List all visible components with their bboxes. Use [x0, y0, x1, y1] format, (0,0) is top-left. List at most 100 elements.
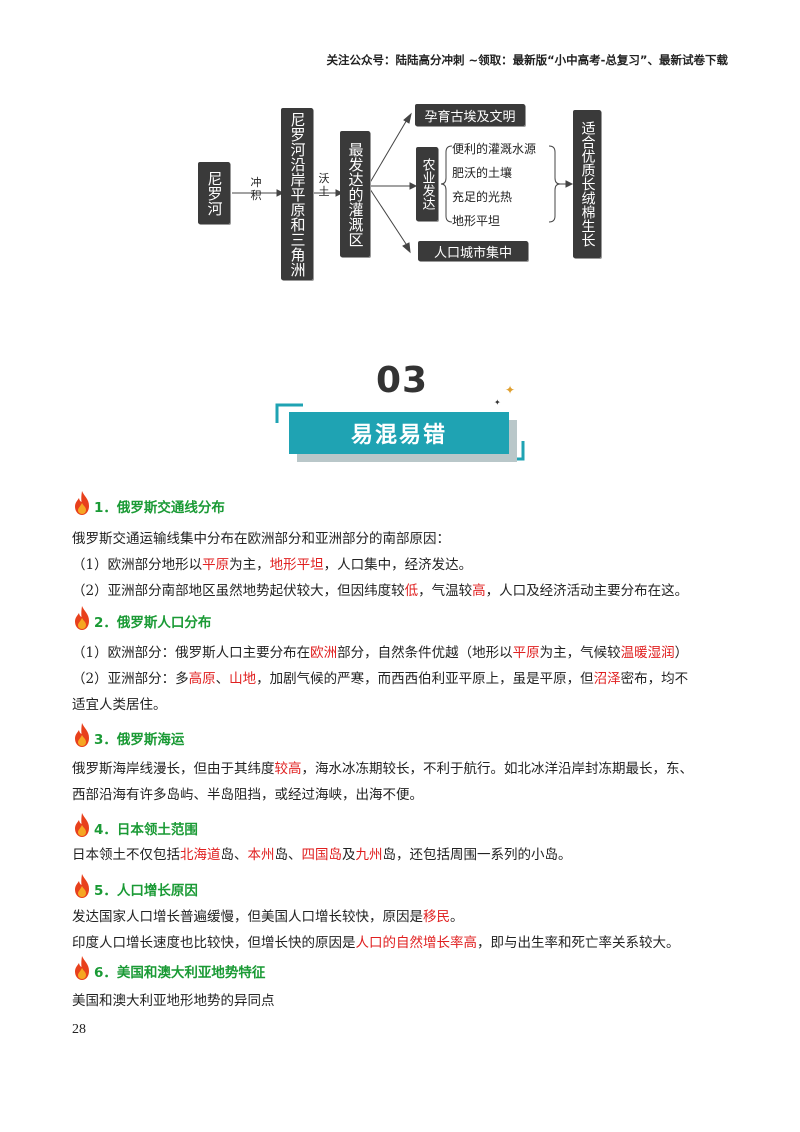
- section-heading-text: 4．日本领土范围: [94, 822, 198, 838]
- flame-icon: [75, 956, 89, 980]
- factor-sunlight: 充足的光热: [452, 190, 513, 204]
- highlight-text: 北海道: [180, 847, 221, 863]
- body-text: 为主，气候较: [539, 645, 621, 661]
- sparkle-icon: ✦: [505, 383, 516, 397]
- section-number: 03: [375, 360, 429, 401]
- body-text: 美国和澳大利亚地形地势的异同点: [72, 993, 275, 1009]
- body-text: 岛、: [220, 847, 248, 863]
- body-line: 发达国家人口增长普遍缓慢，但美国人口增长较快，原因是移民。: [72, 904, 732, 930]
- sparkle-small-icon: ✦: [494, 398, 501, 407]
- body-text: 日本领土不仅包括: [72, 847, 180, 863]
- highlight-text: 欧洲: [310, 645, 338, 661]
- section-body-5: 发达国家人口增长普遍缓慢，但美国人口增长较快，原因是移民。印度人口增长速度也比较…: [72, 904, 732, 956]
- body-text: ，气温较: [418, 583, 473, 599]
- body-text: 西部沿海有许多岛屿、半岛阻挡，或经过海峡，出海不便。: [72, 787, 423, 803]
- diagram-connectors: [232, 112, 574, 254]
- section-body-4: 日本领土不仅包括北海道岛、本州岛、四国岛及九州岛，还包括周围一系列的小岛。: [72, 842, 732, 868]
- section-title-badge: 易混易错: [289, 412, 509, 454]
- body-text: （2）亚洲部分：多: [72, 671, 189, 687]
- cotton-box: 适合优质长绒棉生长: [573, 110, 601, 258]
- highlight-text: 九州: [355, 847, 383, 863]
- section-heading-2: 2．俄罗斯人口分布: [72, 605, 211, 631]
- body-line: 适宜人类居住。: [72, 692, 732, 718]
- body-line: （2）亚洲部分南部地区虽然地势起伏较大，但因纬度较低，气温较高，人口及经济活动主…: [72, 578, 732, 604]
- body-text: 岛，还包括周围一系列的小岛。: [382, 847, 572, 863]
- body-line: 印度人口增长速度也比较快，但增长快的原因是人口的自然增长率高，即与出生率和死亡率…: [72, 930, 732, 956]
- body-text: ，加剧气候的严寒，而西西伯利亚平原上，虽是平原，但: [256, 671, 594, 687]
- highlight-text: 温暖湿润: [620, 645, 675, 661]
- body-line: （1）欧洲部分地形以平原为主，地形平坦，人口集中，经济发达。: [72, 552, 732, 578]
- highlight-text: 较高: [274, 761, 302, 777]
- section-heading-3: 3．俄罗斯海运: [72, 722, 184, 748]
- flame-icon: [75, 491, 89, 515]
- city-box: 人口城市集中: [418, 241, 528, 261]
- body-line: 美国和澳大利亚地形地势的异同点: [72, 988, 732, 1014]
- body-text: 密布，均不: [620, 671, 689, 687]
- section-body-3: 俄罗斯海岸线漫长，但由于其纬度较高，海水冰冻期较长，不利于航行。如北冰洋沿岸封冻…: [72, 756, 732, 808]
- section-heading-1: 1．俄罗斯交通线分布: [72, 490, 225, 516]
- irrigation-box: 最发达的灌溉区: [340, 131, 370, 257]
- flame-icon: [75, 723, 89, 747]
- page-header: 关注公众号：陆陆高分冲刺 ~领取：最新版“小中高考-总复习”、最新试卷下载: [326, 53, 728, 67]
- section-body-2: （1）欧洲部分：俄罗斯人口主要分布在欧洲部分，自然条件优越（地形以平原为主，气候…: [72, 640, 732, 718]
- irrigation-label: 最发达的灌溉区: [346, 141, 365, 247]
- section-heading-text: 5．人口增长原因: [94, 883, 198, 899]
- delta-box: 尼罗河沿岸平原和三角洲: [281, 108, 313, 280]
- highlight-text: 低: [404, 583, 419, 599]
- body-line: （1）欧洲部分：俄罗斯人口主要分布在欧洲部分，自然条件优越（地形以平原为主，气候…: [72, 640, 732, 666]
- cotton-label: 适合优质长绒棉生长: [579, 121, 596, 247]
- agriculture-label: 农业发达: [419, 158, 435, 210]
- nile-box: 尼罗河: [198, 162, 230, 224]
- highlight-text: 高原: [188, 671, 216, 687]
- arrow-label-fertile: 沃土: [318, 172, 330, 198]
- section-heading-text: 2．俄罗斯人口分布: [94, 615, 212, 631]
- highlight-text: 本州: [247, 847, 275, 863]
- highlight-text: 地形平坦: [269, 557, 324, 573]
- section-heading-text: 3．俄罗斯海运: [94, 732, 185, 748]
- body-line: 俄罗斯交通运输线集中分布在欧洲部分和亚洲部分的南部原因：: [72, 526, 732, 552]
- body-text: ）: [674, 645, 689, 661]
- page-number: 28: [72, 1022, 86, 1037]
- section-heading-6: 6．美国和澳大利亚地势特征: [72, 955, 265, 981]
- body-text: （1）欧洲部分地形以: [72, 557, 203, 573]
- flame-icon: [75, 874, 89, 898]
- highlight-text: 人口的自然增长率高: [355, 935, 478, 951]
- body-line: 俄罗斯海岸线漫长，但由于其纬度较高，海水冰冻期较长，不利于航行。如北冰洋沿岸封冻…: [72, 756, 732, 782]
- body-text: ，即与出生率和死亡率关系较大。: [477, 935, 680, 951]
- city-label: 人口城市集中: [433, 245, 512, 261]
- body-text: 俄罗斯交通运输线集中分布在欧洲部分和亚洲部分的南部原因：: [72, 531, 450, 547]
- highlight-text: 移民: [423, 909, 450, 925]
- body-text: 岛、: [274, 847, 302, 863]
- body-text: 及: [342, 847, 356, 863]
- factor-terrain: 地形平坦: [452, 214, 501, 228]
- body-text: 部分，自然条件优越（地形以: [337, 645, 513, 661]
- civilization-label: 孕育古埃及文明: [424, 109, 516, 125]
- highlight-text: 平原: [202, 557, 230, 573]
- body-text: （1）欧洲部分：俄罗斯人口主要分布在: [72, 645, 311, 661]
- highlight-text: 高: [472, 583, 486, 599]
- body-text: 为主，: [229, 557, 270, 573]
- highlight-text: 四国岛: [301, 847, 343, 863]
- body-text: 、: [215, 671, 230, 687]
- body-text: 。: [450, 909, 464, 925]
- civilization-box: 孕育古埃及文明: [415, 104, 525, 126]
- factor-soil: 肥沃的土壤: [452, 166, 513, 180]
- section-heading-text: 1．俄罗斯交通线分布: [94, 500, 225, 516]
- flame-icon: [75, 606, 89, 630]
- section-title: 易混易错: [350, 423, 447, 448]
- section-heading-4: 4．日本领土范围: [72, 812, 198, 838]
- nile-label: 尼罗河: [205, 170, 224, 216]
- delta-label: 尼罗河沿岸平原和三角洲: [288, 111, 307, 277]
- body-text: 适宜人类居住。: [72, 697, 167, 713]
- highlight-text: 沼泽: [593, 671, 621, 687]
- body-text: 印度人口增长速度也比较快，但增长快的原因是: [72, 935, 356, 951]
- highlight-text: 平原: [512, 645, 540, 661]
- body-text: （2）亚洲部分南部地区虽然地势起伏较大，但因纬度较: [72, 583, 405, 599]
- arrow-label-alluvial: 冲积: [250, 176, 262, 202]
- agriculture-box: 农业发达: [416, 147, 438, 221]
- highlight-text: 山地: [229, 671, 257, 687]
- body-line: （2）亚洲部分：多高原、山地，加剧气候的严寒，而西西伯利亚平原上，虽是平原，但沼…: [72, 666, 732, 692]
- factor-water: 便利的灌溉水源: [452, 142, 537, 156]
- body-line: 西部沿海有许多岛屿、半岛阻挡，或经过海峡，出海不便。: [72, 782, 732, 808]
- body-text: ，人口及经济活动主要分布在这。: [485, 583, 689, 599]
